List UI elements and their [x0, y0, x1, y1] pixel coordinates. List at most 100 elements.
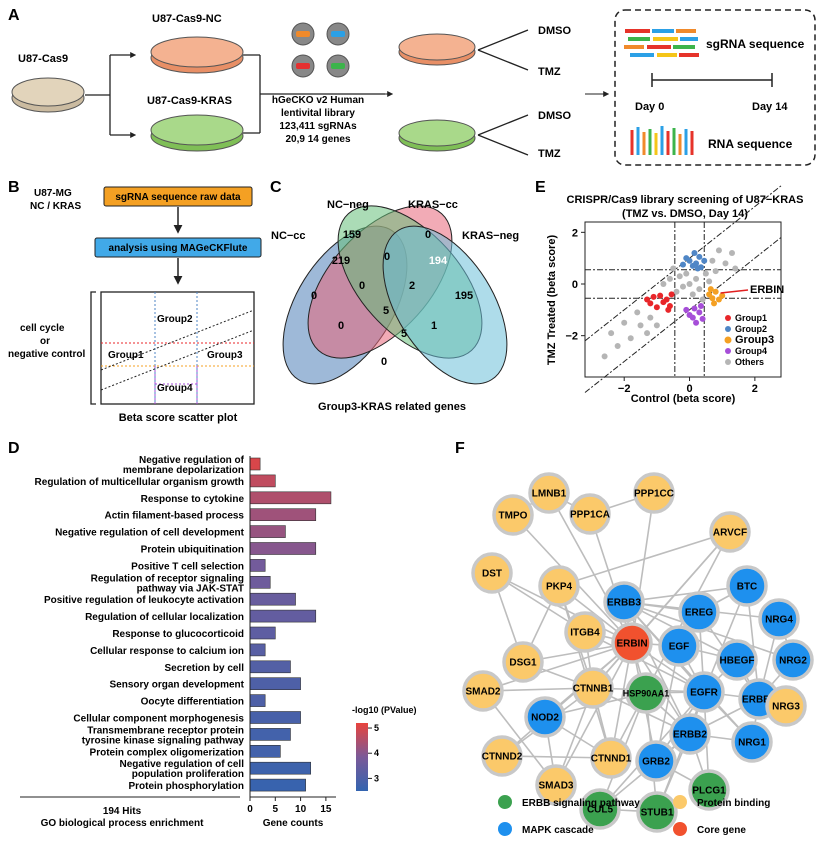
kras-dish [150, 114, 244, 152]
go-bars [249, 457, 332, 792]
go-term-label: Regulation of cellular localization [85, 612, 244, 623]
count-all-four: 5 [383, 305, 389, 317]
node-grb2: GRB2 [635, 740, 677, 782]
bar [249, 592, 296, 606]
legend-marker-others [725, 359, 731, 365]
point-others [621, 319, 628, 326]
node-hbegf: HBEGF [716, 639, 758, 681]
bar [249, 559, 266, 572]
bar [249, 761, 312, 775]
library-description: hGeCKO v2 Human lentivital library 123,4… [272, 95, 364, 145]
x-tick-label: −2 [618, 383, 631, 395]
panel-label-b: B [8, 179, 20, 196]
legend-dot-core [673, 822, 687, 836]
node-label: NRG4 [765, 615, 793, 626]
node-ereg: EREG [678, 591, 720, 633]
node-circle [462, 670, 504, 712]
point-group2 [683, 255, 690, 262]
point-group1 [668, 291, 675, 298]
go-term-label-line: Negative regulation of [139, 455, 245, 466]
legend-label-group3: Group3 [735, 334, 774, 346]
sgrna-bars-icon [624, 29, 699, 57]
node-smad2: SMAD2 [462, 670, 504, 712]
point-others [601, 353, 608, 360]
library-line-2: lentivital library [281, 108, 355, 119]
go-term-label: Positive T cell selection [131, 561, 244, 572]
node-nrg2: NRG2 [772, 639, 814, 681]
point-group2 [689, 262, 696, 269]
bar [249, 508, 317, 522]
schematic-group3: Group3 [207, 350, 243, 361]
point-group2 [694, 265, 701, 272]
venn-label-nc-cc: NC−cc [271, 230, 306, 242]
scatter-points [601, 247, 739, 360]
node-circle [633, 472, 675, 514]
point-group3 [711, 300, 718, 307]
point-group3 [712, 288, 719, 295]
scatter-subtitle: (TMZ vs. DMSO, Day 14) [622, 208, 748, 220]
point-others [696, 286, 703, 293]
node-circle [683, 671, 725, 713]
node-nrg1: NRG1 [731, 721, 773, 763]
nc-dish-2 [398, 33, 476, 66]
bar [249, 525, 286, 538]
raw-data-step [103, 186, 253, 207]
erbin-annotation: ERBIN [750, 284, 784, 296]
bar [249, 677, 301, 691]
panel-label-a: A [8, 7, 20, 24]
count-kras-cc-kras-neg: 194 [429, 255, 448, 267]
bar-x-tick-label: 10 [295, 804, 307, 815]
node-label: EGF [669, 642, 690, 653]
schematic-group4: Group4 [157, 383, 193, 394]
scatter-title: CRISPR/Cas9 library screening of U87−KRA… [567, 194, 804, 206]
node-arvcf: ARVCF [709, 511, 751, 553]
node-label: DSG1 [509, 658, 537, 669]
network-edge [482, 642, 633, 692]
go-term-label-line: Negative regulation of cell [120, 759, 245, 770]
point-group1 [665, 306, 672, 313]
point-group4 [691, 305, 698, 312]
node-cul5: CUL5 [579, 788, 621, 830]
node-label: ARVCF [713, 528, 747, 539]
node-label: ERBB4 [742, 695, 776, 706]
bar [249, 728, 291, 741]
node-circle [772, 639, 814, 681]
point-others [680, 283, 686, 290]
bar [249, 575, 271, 589]
y-tick-label: 2 [572, 227, 578, 239]
count-nc-neg: 159 [343, 229, 361, 241]
node-label: NRG2 [779, 656, 807, 667]
bar-x-tick-label: 0 [247, 804, 253, 815]
node-label: LMNB1 [532, 489, 567, 500]
legend-marker-group2 [725, 326, 731, 332]
network-edge [631, 492, 655, 644]
node-circle [658, 625, 700, 667]
go-term-label: Negative regulation of cell development [55, 528, 245, 539]
count-kras-cc: 0 [425, 229, 431, 241]
bar [249, 778, 306, 792]
venn-sets [282, 205, 508, 385]
bar [249, 542, 317, 555]
mageckflute-step-label: analysis using MAGeCKFlute [109, 243, 248, 254]
panel-a: A U87-Cas9 U87-Cas9-NC U87-Cas9-KRAS [8, 7, 816, 166]
scatter-ylabel: TMZ Treated (beta score) [546, 235, 558, 366]
node-circle [564, 611, 606, 653]
go-term-label: Sensory organ development [110, 680, 245, 691]
colorbar-tick-label: 4 [374, 748, 379, 758]
sgrna-sequence-label: sgRNA sequence [706, 37, 805, 51]
point-others [689, 291, 696, 298]
bar [249, 744, 281, 758]
node-nod2: NOD2 [524, 696, 566, 738]
point-others [647, 314, 654, 321]
bar [249, 643, 266, 657]
node-erbb3: ERBB3 [603, 581, 645, 623]
node-circle [590, 737, 632, 779]
bar [249, 626, 276, 640]
node-circle [481, 735, 523, 777]
bar [249, 711, 301, 724]
